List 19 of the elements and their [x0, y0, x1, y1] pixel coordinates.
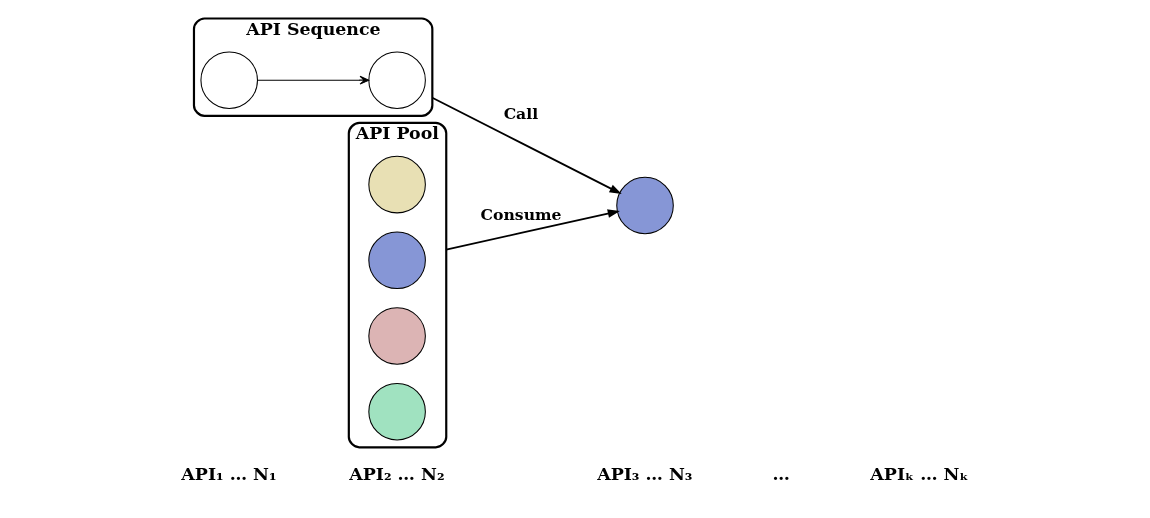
label: API₃ … N₃ [597, 464, 693, 485]
node-circle [368, 51, 426, 109]
arrow [257, 75, 370, 85]
label: APIₖ … Nₖ [870, 464, 969, 485]
arrow [445, 209, 620, 251]
label: … [772, 464, 790, 485]
node-circle [368, 231, 426, 290]
node-circle [368, 307, 426, 365]
node-circle [616, 176, 674, 235]
cluster: API Pool [347, 121, 448, 449]
node-circle [368, 155, 426, 214]
arrow [431, 96, 622, 195]
node-circle [200, 51, 258, 109]
edge-label: Consume [480, 204, 562, 224]
edge-label: Call [503, 103, 539, 123]
node-circle [368, 382, 426, 441]
cluster: API Sequence [192, 17, 434, 117]
label: API₁ … N₁ [181, 464, 277, 485]
label: API₂ … N₂ [349, 464, 445, 485]
